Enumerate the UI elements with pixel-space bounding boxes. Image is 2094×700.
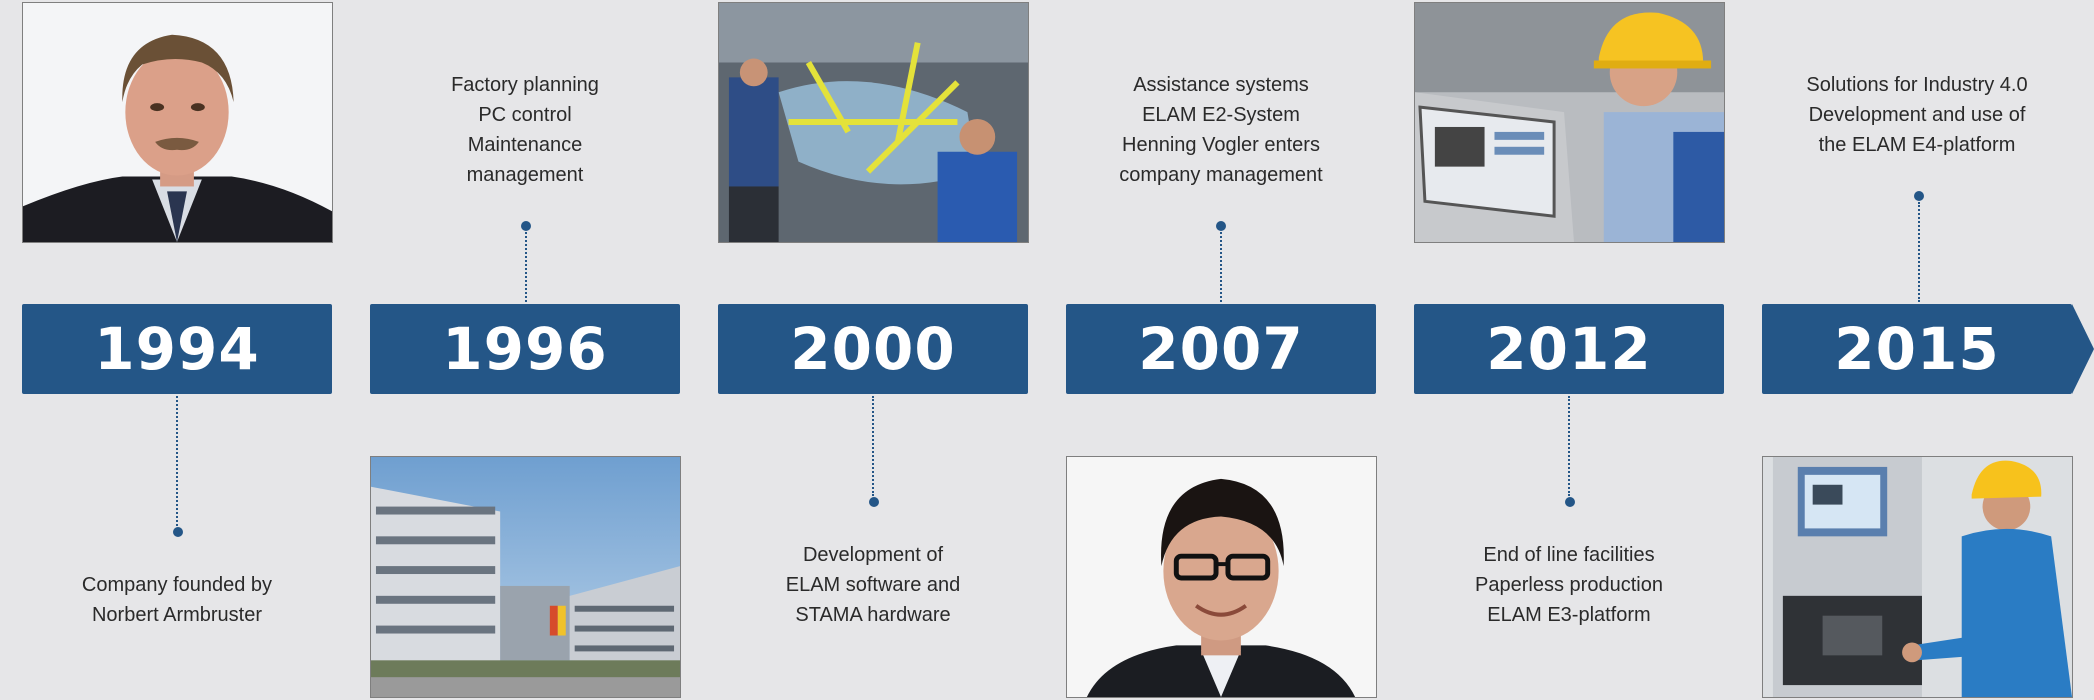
year-2007-banner: 2007 [1066, 304, 1376, 394]
engineer-hardhat-laptop-photo [1414, 2, 1725, 243]
year-2012-banner: 2012 [1414, 304, 1724, 394]
connector-1996 [525, 232, 527, 302]
description-1994: Company founded by Norbert Armbruster [81, 574, 273, 626]
year-2000-banner: 2000 [718, 304, 1028, 394]
year-2015-banner: 2015 [1762, 304, 2072, 394]
description-2007: Assistance systems ELAM E2-System Hennin… [1119, 74, 1323, 186]
worker-touchscreen-machine-photo [1762, 456, 2073, 698]
marker-dot-1994 [173, 527, 183, 537]
connector-2015 [1918, 202, 1920, 302]
description-1996: Factory planning PC control Maintenance … [451, 74, 599, 186]
description-2015: Solutions for Industry 4.0 Development a… [1806, 74, 2028, 156]
description-2012: End of line facilities Paperless product… [1475, 544, 1663, 626]
portrait-man-glasses-photo [1066, 456, 1377, 698]
marker-dot-2007 [1216, 221, 1226, 231]
connector-2007 [1220, 232, 1222, 302]
connector-2012 [1568, 396, 1570, 496]
marker-dot-2000 [869, 497, 879, 507]
year-1994-banner: 1994 [22, 304, 332, 394]
marker-dot-2015 [1914, 191, 1924, 201]
office-building-photo [370, 456, 681, 698]
marker-dot-1996 [521, 221, 531, 231]
description-2000: Development of ELAM software and STAMA h… [785, 544, 961, 626]
assembly-line-workers-photo [718, 2, 1029, 243]
connector-1994 [176, 396, 178, 526]
marker-dot-2012 [1565, 497, 1575, 507]
portrait-man-suit-photo [22, 2, 333, 243]
timeline-arrow-head [2072, 304, 2094, 394]
year-1996-banner: 1996 [370, 304, 680, 394]
connector-2000 [872, 396, 874, 496]
